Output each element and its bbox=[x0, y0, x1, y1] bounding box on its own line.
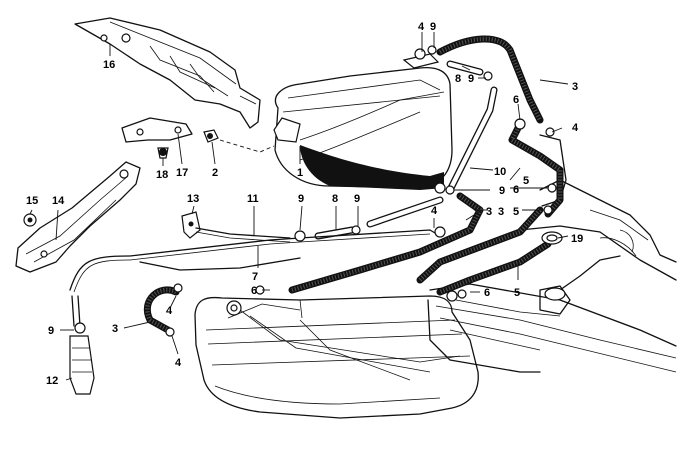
pipe-11 bbox=[195, 227, 291, 243]
pipe-7-lower bbox=[139, 257, 301, 271]
heat-shield bbox=[74, 17, 261, 129]
callout-4-lower: 4 bbox=[431, 205, 438, 217]
callout-7: 7 bbox=[252, 271, 258, 283]
callout-8-lower: 8 bbox=[332, 193, 338, 205]
callout-6-right-lower: 6 bbox=[484, 287, 490, 299]
pipe-7 bbox=[69, 229, 441, 293]
callout-12: 12 bbox=[46, 375, 58, 387]
callout-9-top-right: 9 bbox=[468, 73, 474, 85]
clip bbox=[23, 213, 37, 227]
callout-16: 16 bbox=[103, 59, 115, 71]
hose-clamps bbox=[74, 45, 557, 337]
callout-5-lower: 5 bbox=[514, 287, 520, 299]
callout-4-right: 4 bbox=[572, 122, 579, 134]
callout-4-left-lower: 4 bbox=[175, 357, 182, 369]
callout-17: 17 bbox=[176, 167, 188, 179]
callout-13: 13 bbox=[187, 193, 199, 205]
filter-12 bbox=[69, 335, 95, 395]
callout-14: 14 bbox=[52, 195, 65, 207]
hose-3-top bbox=[436, 35, 544, 124]
bolt bbox=[203, 129, 275, 153]
fuel-tank-outline bbox=[194, 295, 479, 419]
hose-filler bbox=[436, 240, 552, 296]
callout-3-left: 3 bbox=[112, 323, 118, 335]
callout-15: 15 bbox=[26, 195, 38, 207]
callout-9-lower: 9 bbox=[298, 193, 304, 205]
callout-4-top: 4 bbox=[418, 21, 425, 33]
callout-18: 18 bbox=[156, 169, 168, 181]
callout-6-top: 6 bbox=[513, 94, 519, 106]
filler-neck bbox=[539, 231, 571, 315]
callout-3-mid: 3 bbox=[498, 206, 504, 218]
hose-3-left bbox=[143, 286, 180, 334]
callout-9-left: 9 bbox=[48, 325, 54, 337]
callout-9-lower-right: 9 bbox=[354, 193, 360, 205]
callout-9-mid: 9 bbox=[499, 185, 505, 197]
expansion-tank bbox=[273, 53, 453, 194]
callout-2: 2 bbox=[212, 167, 218, 179]
bracket-clamp bbox=[181, 211, 201, 239]
hose-5-right bbox=[508, 120, 564, 218]
pipe-9-left bbox=[71, 295, 81, 327]
callout-3-top: 3 bbox=[572, 81, 578, 93]
hose-5-lower bbox=[416, 206, 544, 284]
left-shield bbox=[15, 161, 141, 273]
callout-5-top: 5 bbox=[523, 175, 529, 187]
leader-lines bbox=[29, 32, 569, 381]
callout-19: 19 bbox=[571, 233, 583, 245]
callout-8-top: 8 bbox=[455, 73, 461, 85]
callout-labels: 16 4 9 8 9 3 6 4 10 5 9 6 3 5 19 1 2 17 … bbox=[26, 21, 583, 387]
callout-10: 10 bbox=[494, 166, 506, 178]
bracket bbox=[121, 117, 193, 159]
hose-3-mid bbox=[288, 192, 484, 294]
callout-9-top: 9 bbox=[430, 21, 436, 33]
callout-1: 1 bbox=[297, 167, 303, 179]
callout-4-left-upper: 4 bbox=[166, 305, 173, 317]
callout-11: 11 bbox=[247, 193, 259, 205]
callout-6-lower: 6 bbox=[251, 285, 257, 297]
callout-6-mid: 6 bbox=[513, 184, 519, 196]
hose-4-mid bbox=[366, 196, 444, 228]
callout-3-lower: 3 bbox=[486, 206, 492, 218]
hose-8-mid bbox=[314, 226, 356, 240]
callout-5-mid: 5 bbox=[513, 206, 519, 218]
hose-10-vent bbox=[446, 86, 498, 194]
